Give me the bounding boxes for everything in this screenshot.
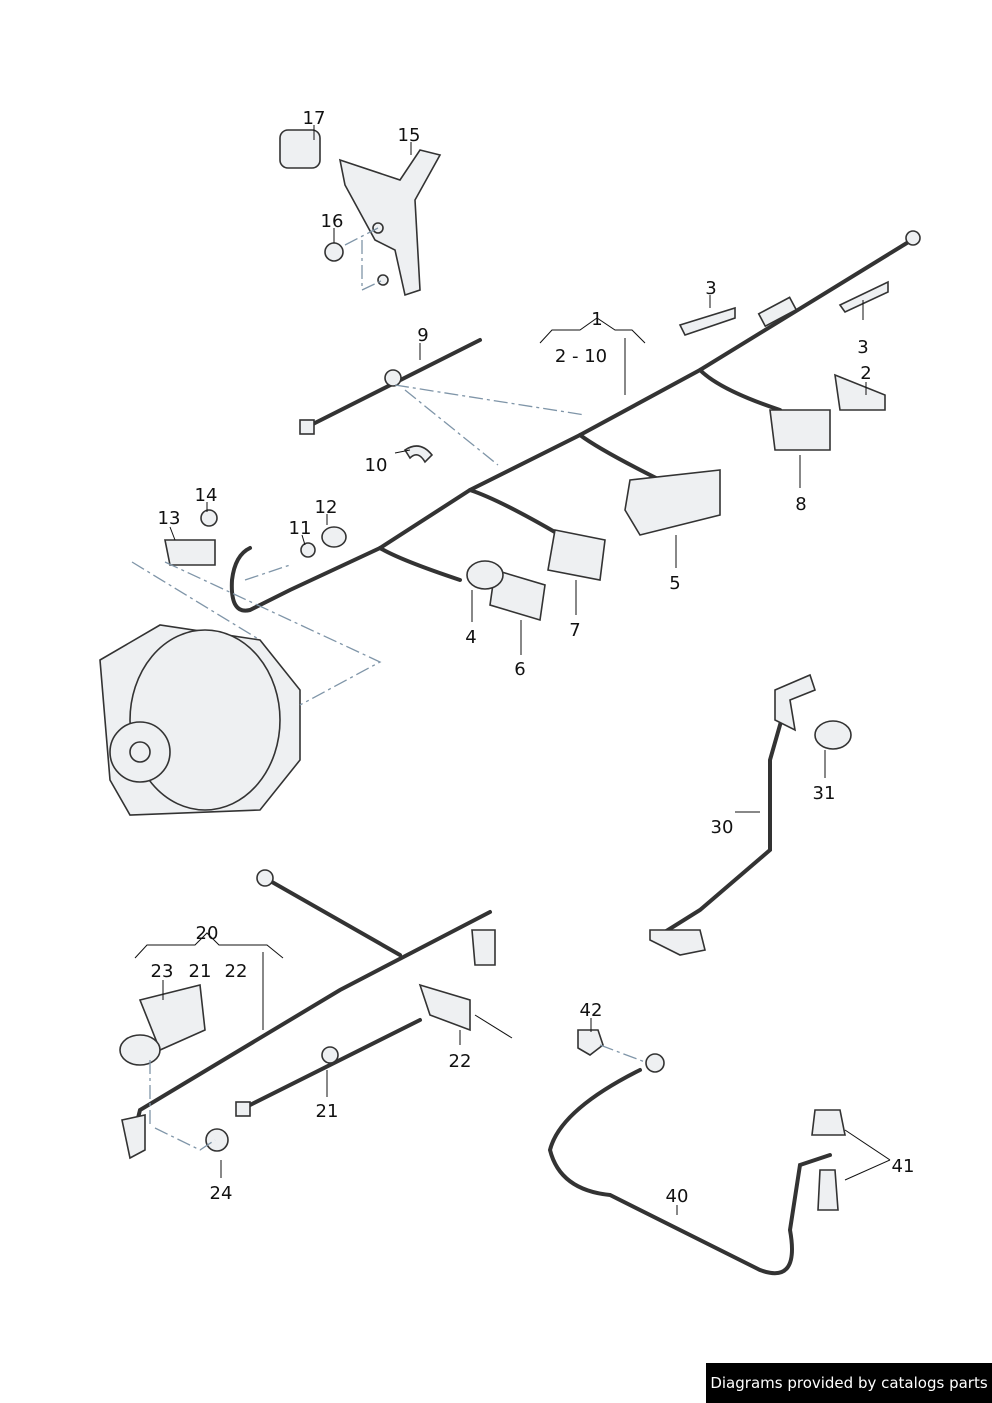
clip-3b xyxy=(838,280,889,314)
callout-4: 4 xyxy=(465,627,476,648)
callout-2: 2 xyxy=(860,363,871,384)
holder-2 xyxy=(834,373,886,411)
callout-16: 16 xyxy=(321,211,344,232)
callout-11: 11 xyxy=(289,518,312,539)
connector-5 xyxy=(624,469,721,536)
wiring-harness xyxy=(229,230,921,622)
cable-20 xyxy=(119,869,513,1160)
nut-41 xyxy=(811,1109,846,1136)
clamp-13 xyxy=(164,539,216,566)
callout-12: 12 xyxy=(315,497,338,518)
connector-8 xyxy=(769,409,831,451)
callout-22a: 22 xyxy=(225,961,248,982)
callout-2-10: 2 - 10 xyxy=(555,346,607,367)
cap-12 xyxy=(321,526,347,548)
clip-10 xyxy=(403,445,434,464)
callout-7: 7 xyxy=(569,620,580,641)
callout-40: 40 xyxy=(666,1186,689,1207)
leader-lines xyxy=(134,125,891,1215)
nut-16 xyxy=(324,242,344,262)
callout-1: 1 xyxy=(591,309,602,330)
holder-22 xyxy=(418,983,471,1032)
cable-40 xyxy=(547,1029,846,1276)
callout-3b: 3 xyxy=(857,337,868,358)
callout-labels: 17 15 16 9 1 2 - 10 3 3 2 10 14 13 12 11… xyxy=(151,108,915,1207)
callout-42: 42 xyxy=(580,1000,603,1021)
callout-15: 15 xyxy=(398,125,421,146)
nut-24 xyxy=(205,1128,229,1152)
washer-11 xyxy=(300,542,316,558)
callout-3a: 3 xyxy=(705,278,716,299)
callout-21b: 21 xyxy=(316,1101,339,1122)
cable-tie-9 xyxy=(299,419,315,435)
credit-caption: Diagrams provided by catalogs parts xyxy=(706,1363,992,1403)
sensor-4 xyxy=(466,560,504,590)
callout-14: 14 xyxy=(195,485,218,506)
callout-8: 8 xyxy=(795,494,806,515)
cap-31 xyxy=(814,720,852,750)
nut-14 xyxy=(200,509,218,527)
callout-30: 30 xyxy=(711,817,734,838)
bolt-41 xyxy=(817,1169,839,1211)
callout-21a: 21 xyxy=(189,961,212,982)
callout-9: 9 xyxy=(417,325,428,346)
connector-6 xyxy=(489,568,546,622)
alternator xyxy=(99,509,382,816)
cable-30 xyxy=(649,673,852,956)
holder-23 xyxy=(138,984,206,1052)
callout-13: 13 xyxy=(158,508,181,529)
callout-17: 17 xyxy=(303,108,326,129)
callout-6: 6 xyxy=(514,659,525,680)
cable-tie-21 xyxy=(235,1101,251,1117)
callout-31: 31 xyxy=(813,783,836,804)
callout-10: 10 xyxy=(365,455,388,476)
callout-5: 5 xyxy=(669,573,680,594)
holder-17 xyxy=(279,129,321,169)
callout-22b: 22 xyxy=(449,1051,472,1072)
bracket-assembly xyxy=(279,129,442,297)
connector-7 xyxy=(547,529,606,581)
clip-3a xyxy=(678,306,736,336)
callout-23: 23 xyxy=(151,961,174,982)
callout-24: 24 xyxy=(210,1183,233,1204)
nut-42 xyxy=(577,1029,604,1056)
callout-41: 41 xyxy=(892,1156,915,1177)
callout-20: 20 xyxy=(196,923,219,944)
